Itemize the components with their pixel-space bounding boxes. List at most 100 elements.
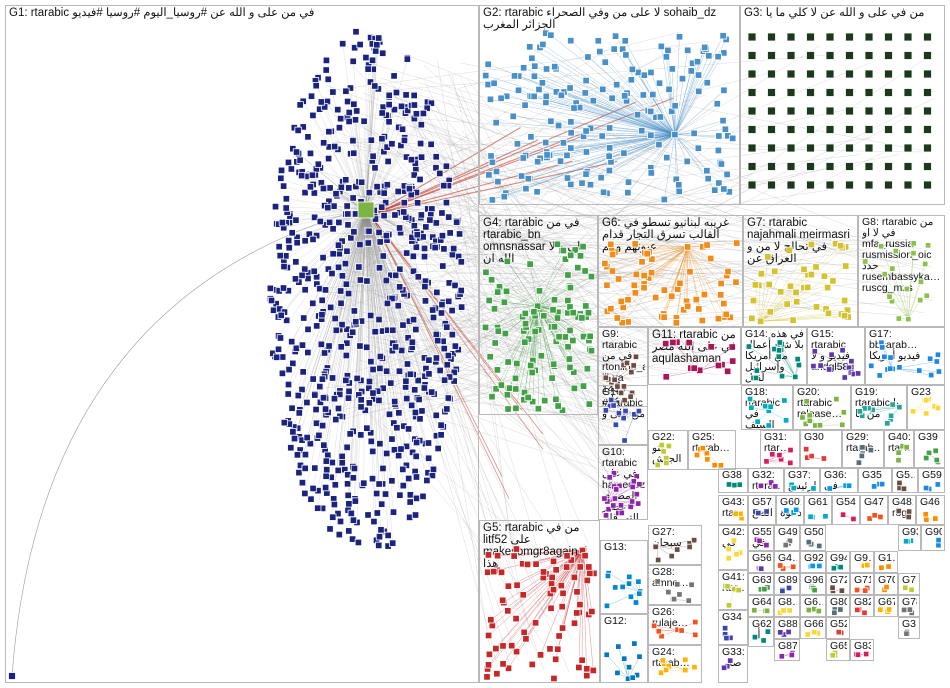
group-node bbox=[684, 303, 691, 310]
group-node bbox=[656, 629, 662, 635]
group-node bbox=[568, 130, 575, 137]
g1-node bbox=[391, 398, 398, 405]
group-node bbox=[632, 290, 639, 297]
group-node bbox=[888, 355, 894, 361]
group-node bbox=[707, 255, 714, 262]
g3-node bbox=[768, 89, 776, 97]
g1-node bbox=[331, 395, 338, 402]
g3-node bbox=[846, 33, 854, 41]
g1-node bbox=[305, 275, 312, 282]
g1-node bbox=[335, 405, 342, 412]
group-node bbox=[647, 108, 654, 115]
group-node bbox=[590, 667, 597, 674]
g1-node bbox=[358, 179, 365, 186]
group-node bbox=[846, 483, 852, 489]
group-node bbox=[904, 286, 910, 292]
group-node bbox=[813, 304, 820, 311]
g1-node bbox=[322, 406, 329, 413]
g3-node bbox=[846, 181, 854, 189]
group-node bbox=[695, 145, 702, 152]
group-node bbox=[810, 563, 816, 569]
group-node bbox=[897, 480, 903, 486]
group-node bbox=[688, 68, 695, 75]
g1-node bbox=[443, 199, 450, 206]
group-node bbox=[804, 399, 810, 405]
group-node bbox=[522, 320, 529, 327]
group-node bbox=[570, 309, 577, 316]
group-node bbox=[777, 289, 784, 296]
group-node bbox=[691, 130, 698, 137]
g1-node bbox=[425, 440, 432, 447]
group-node bbox=[816, 608, 822, 614]
group-node bbox=[764, 542, 770, 548]
g3-node bbox=[748, 144, 756, 152]
group-node bbox=[854, 587, 860, 593]
group-node bbox=[522, 339, 529, 346]
g1-node bbox=[300, 315, 307, 322]
group-node bbox=[623, 52, 630, 59]
g1-node bbox=[361, 480, 368, 487]
group-node bbox=[901, 607, 907, 613]
group-node bbox=[896, 316, 902, 322]
group-node bbox=[625, 179, 632, 186]
group-node bbox=[723, 311, 730, 318]
g1-node bbox=[441, 377, 448, 384]
g1-node bbox=[369, 448, 376, 455]
group-node bbox=[754, 368, 760, 374]
g1-node bbox=[327, 304, 334, 311]
group-node bbox=[911, 241, 917, 247]
group-node bbox=[812, 587, 818, 593]
group-node bbox=[580, 383, 587, 390]
group-node bbox=[522, 102, 529, 109]
g1-node bbox=[305, 134, 312, 141]
group-node bbox=[627, 574, 633, 580]
g1-node bbox=[331, 143, 338, 150]
group-node bbox=[619, 510, 625, 516]
group-node bbox=[597, 48, 604, 55]
group-node bbox=[608, 397, 614, 403]
group-node bbox=[634, 111, 641, 118]
g1-node bbox=[333, 416, 340, 423]
group-node bbox=[521, 629, 528, 636]
g1-node bbox=[350, 517, 357, 524]
group-node bbox=[857, 409, 863, 415]
group-node bbox=[553, 567, 560, 574]
g3-node bbox=[768, 126, 776, 134]
g1-node bbox=[350, 475, 357, 482]
g1-node bbox=[289, 405, 296, 412]
group-node bbox=[886, 564, 892, 570]
group-node bbox=[671, 596, 677, 602]
group-node bbox=[721, 665, 727, 671]
g1-node bbox=[335, 467, 342, 474]
group-node bbox=[706, 53, 713, 60]
g1-node bbox=[338, 300, 345, 307]
group-node bbox=[665, 47, 672, 54]
group-node bbox=[567, 364, 574, 371]
group-node bbox=[494, 289, 501, 296]
g3-node bbox=[807, 33, 815, 41]
group-node bbox=[807, 418, 813, 424]
group-node bbox=[674, 547, 680, 553]
group-node bbox=[485, 552, 492, 559]
group-node bbox=[483, 269, 490, 276]
group-node bbox=[733, 240, 740, 247]
group-node bbox=[620, 584, 626, 590]
g3-node bbox=[826, 89, 834, 97]
group-node bbox=[558, 92, 565, 99]
g1-node bbox=[438, 422, 445, 429]
g3-node bbox=[846, 144, 854, 152]
group-node bbox=[567, 252, 574, 258]
group-node bbox=[551, 297, 558, 304]
group-node bbox=[705, 175, 712, 182]
group-node bbox=[514, 360, 521, 367]
group-node bbox=[726, 555, 732, 561]
g1-node bbox=[352, 117, 359, 124]
group-node bbox=[863, 651, 869, 657]
group-node bbox=[635, 501, 641, 507]
group-node bbox=[540, 569, 547, 576]
g1-node bbox=[314, 505, 321, 512]
group-node bbox=[505, 608, 512, 615]
group-node bbox=[498, 382, 505, 389]
g1-node bbox=[420, 110, 427, 117]
g1-node bbox=[367, 312, 374, 319]
